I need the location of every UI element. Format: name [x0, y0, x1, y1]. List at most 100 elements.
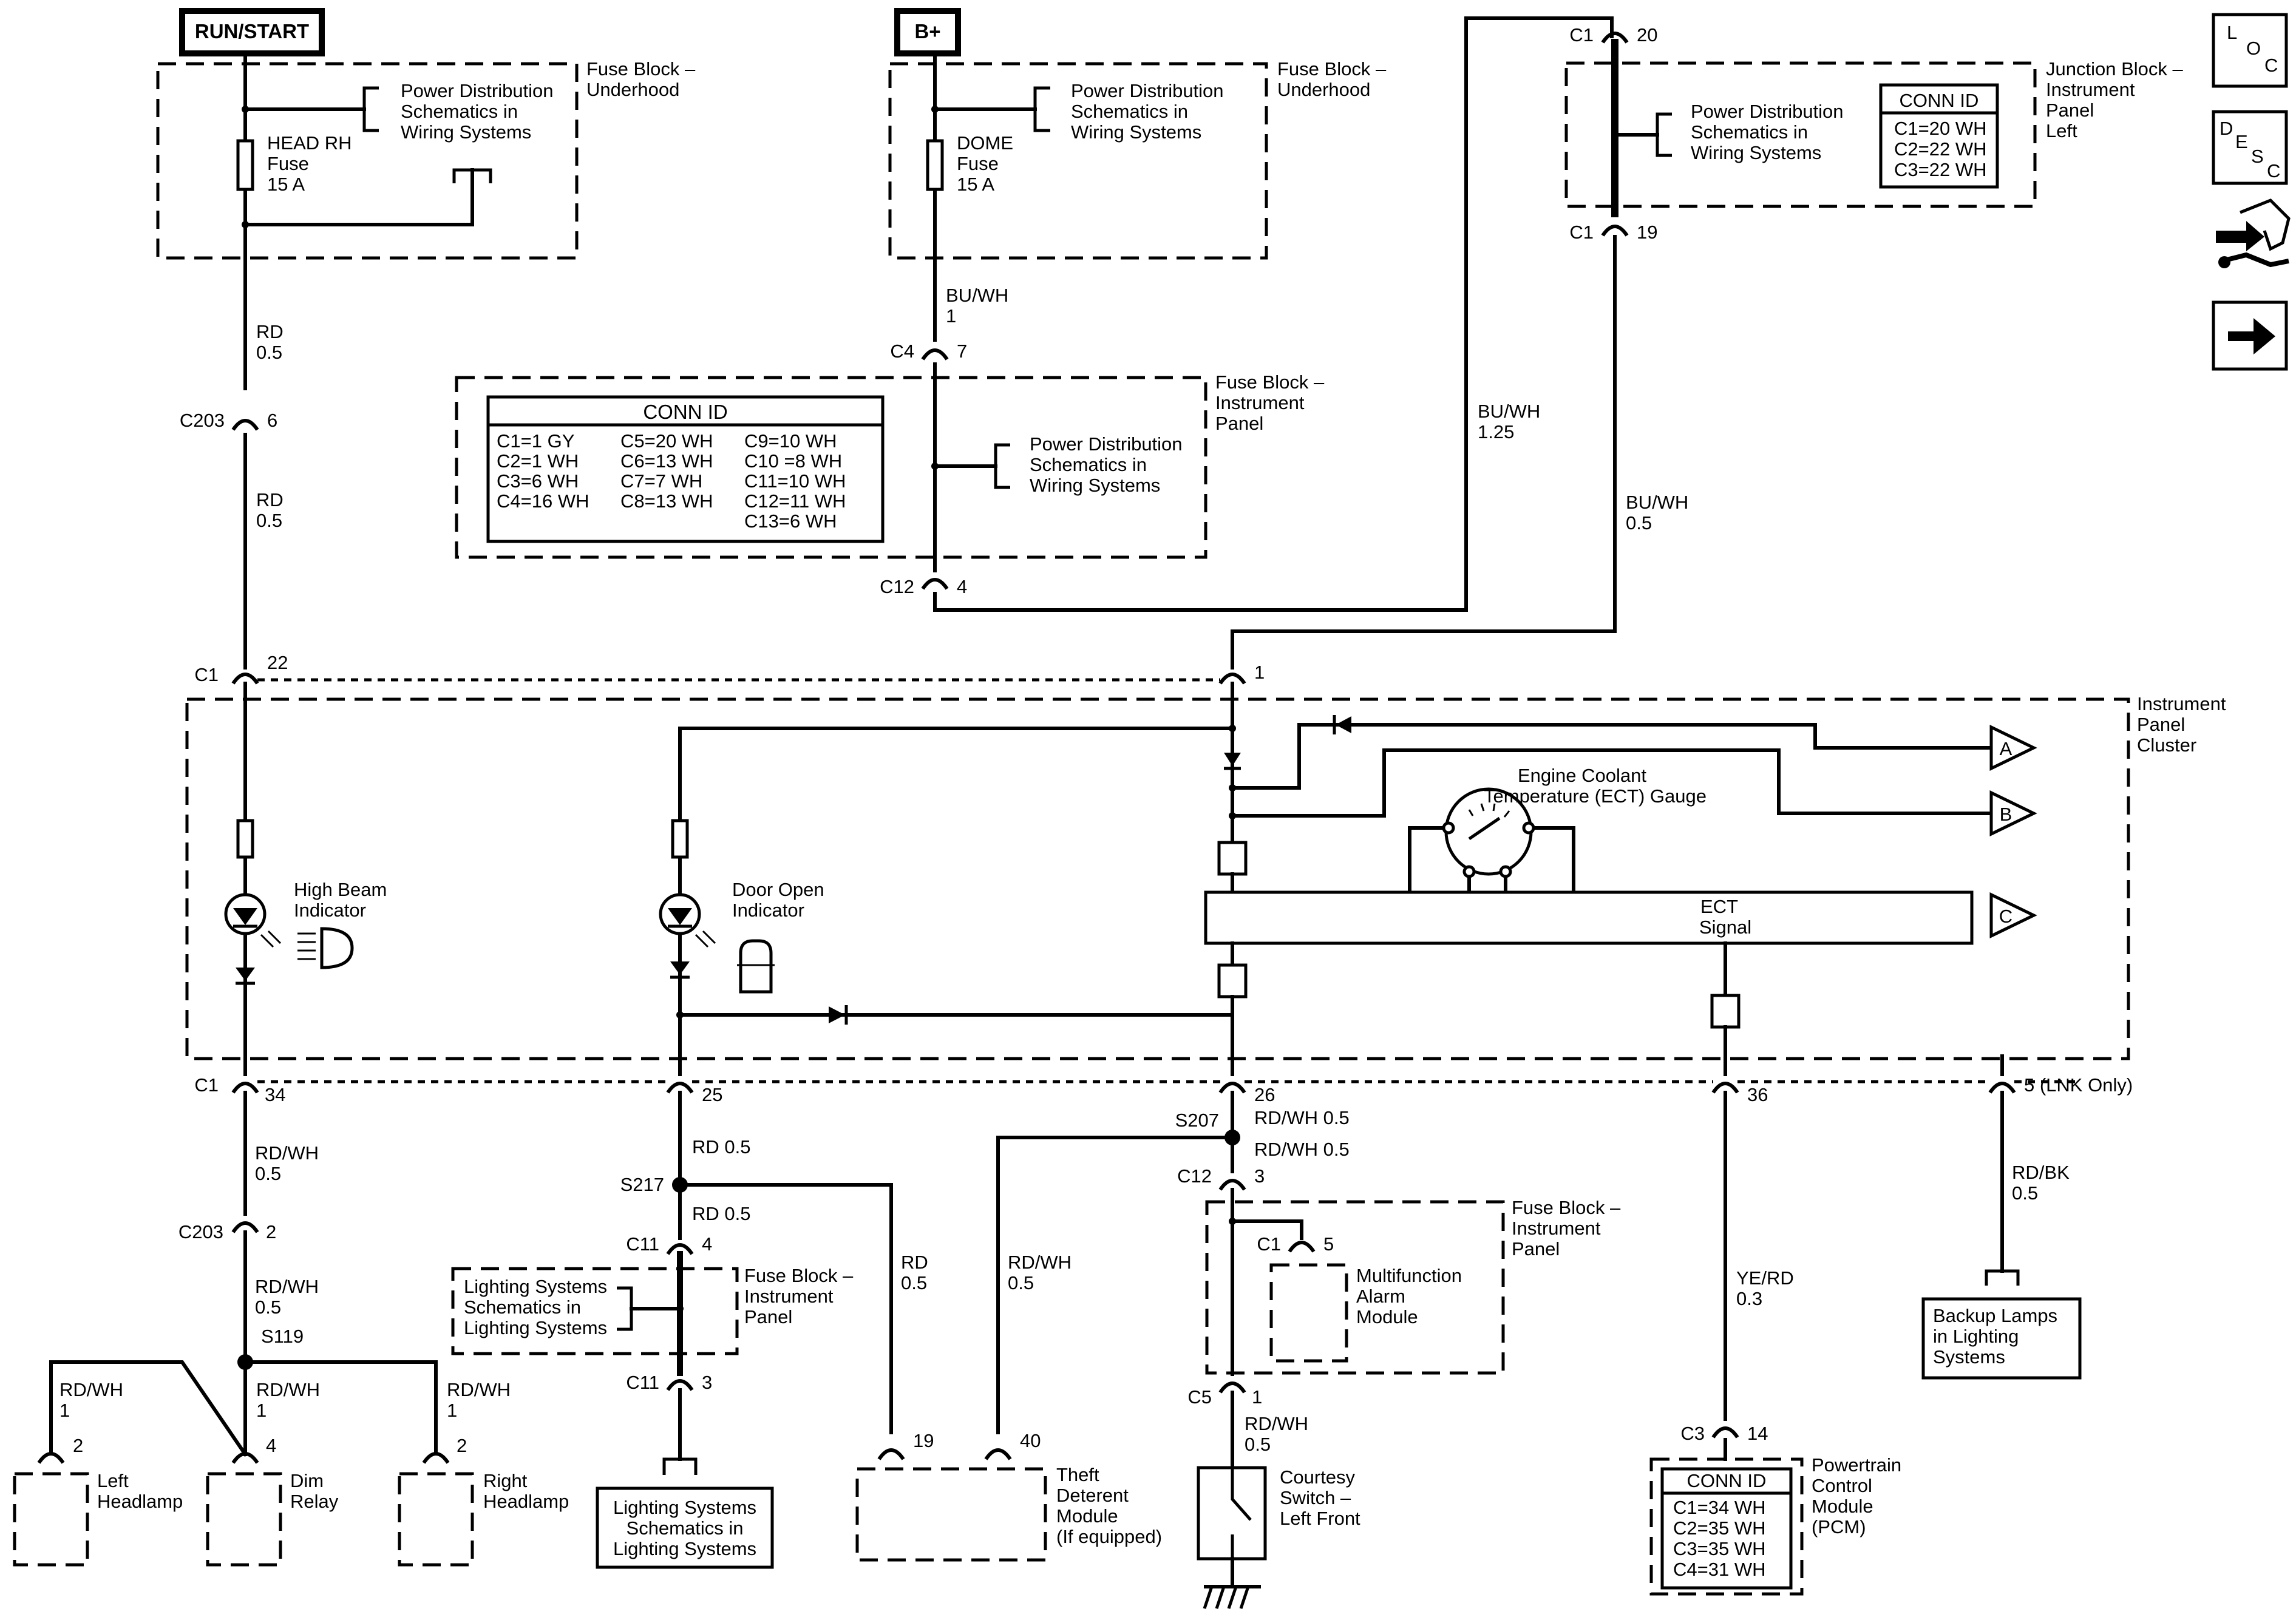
door-open-resistor	[671, 819, 689, 859]
svg-text:(PCM): (PCM)	[1812, 1516, 1866, 1537]
svg-text:RD/WH: RD/WH	[255, 1142, 319, 1164]
c1-connector-1: 1	[1218, 662, 1265, 685]
head-rh-fuse	[236, 139, 254, 191]
svg-text:Schematics in: Schematics in	[1071, 101, 1188, 122]
location-button[interactable]: L O C	[2212, 13, 2288, 88]
c11-connector-4: C11 4	[626, 1233, 712, 1255]
svg-text:BU/WH: BU/WH	[1478, 401, 1540, 422]
svg-text:Relay: Relay	[290, 1491, 339, 1512]
svg-text:S217: S217	[620, 1174, 664, 1195]
svg-text:C203: C203	[180, 410, 225, 431]
backup-lamps-ref: Backup Lamps in Lighting Systems	[1921, 1297, 2082, 1380]
svg-text:1: 1	[946, 305, 956, 327]
dome-fuse-label: DOME Fuse 15 A	[957, 132, 1013, 195]
svg-text:Schematics in: Schematics in	[1030, 454, 1147, 475]
svg-text:34: 34	[265, 1084, 285, 1105]
rd-05-wire-label-2: RD 0.5	[256, 489, 284, 531]
svg-text:Instrument: Instrument	[2046, 79, 2135, 100]
buwh-1-wire-label: BU/WH 1	[946, 285, 1008, 327]
svg-text:Systems: Systems	[1933, 1346, 2005, 1368]
c3-connector: C3 14	[1680, 1423, 1768, 1444]
svg-text:C9=10 WH: C9=10 WH	[744, 430, 837, 452]
svg-text:14: 14	[1747, 1423, 1768, 1444]
svg-text:2: 2	[457, 1435, 467, 1456]
svg-text:4: 4	[957, 576, 967, 597]
svg-text:0.5: 0.5	[901, 1272, 927, 1293]
svg-text:Junction Block –: Junction Block –	[2046, 58, 2183, 80]
svg-text:Fuse Block –: Fuse Block –	[1277, 58, 1387, 80]
svg-text:3: 3	[702, 1372, 712, 1393]
door-open-indicator-lamp	[659, 893, 716, 948]
svg-text:C11=10 WH: C11=10 WH	[744, 470, 846, 492]
svg-text:C1: C1	[1569, 222, 1594, 243]
svg-text:C5: C5	[1187, 1386, 1212, 1408]
svg-text:C6=13 WH: C6=13 WH	[620, 450, 713, 472]
svg-text:Deterent: Deterent	[1056, 1485, 1129, 1506]
svg-text:26: 26	[1254, 1084, 1275, 1105]
svg-text:1: 1	[1252, 1386, 1262, 1408]
svg-text:C4: C4	[890, 341, 914, 362]
c1-connector-5: C1 5	[1257, 1233, 1334, 1255]
s119-splice: S119	[237, 1326, 304, 1370]
svg-text:RD/BK: RD/BK	[2012, 1162, 2070, 1183]
head-rh-fuse-label: HEAD RH Fuse 15 A	[267, 132, 352, 195]
c5-connector: C5 1	[1187, 1381, 1262, 1408]
svg-text:RD/WH: RD/WH	[255, 1276, 319, 1297]
svg-text:Multifunction: Multifunction	[1356, 1265, 1462, 1286]
svg-text:RD/WH: RD/WH	[1008, 1252, 1072, 1273]
svg-text:C1=20 WH: C1=20 WH	[1894, 118, 1986, 139]
svg-text:0.5: 0.5	[1245, 1434, 1271, 1455]
svg-text:DOME: DOME	[957, 132, 1013, 154]
power-distribution-ref-4: Power Distribution Schematics in Wiring …	[1691, 101, 1844, 163]
c1-connector-bottom: C1 34 25 26 36 5 (LNK Only)	[194, 1074, 2133, 1105]
svg-text:4: 4	[702, 1233, 712, 1255]
svg-text:1: 1	[447, 1400, 457, 1421]
rdwh-05-wire-label-2: RD/WH 0.5	[255, 1276, 319, 1318]
high-beam-indicator-label: High Beam Indicator	[294, 879, 387, 921]
svg-text:(If equipped): (If equipped)	[1056, 1526, 1162, 1547]
svg-text:E: E	[2235, 131, 2248, 152]
headlamp-icon	[297, 927, 354, 969]
svg-text:Lighting Systems: Lighting Systems	[613, 1497, 756, 1518]
c11-connector-3: C11 3	[626, 1372, 712, 1393]
rdwh-1-wire-label-left: RD/WH 1	[59, 1379, 123, 1421]
svg-text:BU/WH: BU/WH	[1626, 492, 1688, 513]
connector-tool-icon[interactable]	[2216, 198, 2291, 268]
svg-text:RD 0.5: RD 0.5	[692, 1203, 750, 1224]
svg-text:Left Front: Left Front	[1280, 1508, 1360, 1529]
svg-text:C: C	[2267, 160, 2280, 181]
svg-text:S207: S207	[1175, 1110, 1219, 1131]
svg-text:Fuse Block –: Fuse Block –	[1512, 1197, 1621, 1218]
s217-splice: S217	[620, 1174, 688, 1195]
svg-text:20: 20	[1637, 24, 1657, 46]
svg-text:Fuse: Fuse	[267, 153, 309, 174]
svg-text:C4=31 WH: C4=31 WH	[1673, 1559, 1765, 1580]
description-button[interactable]: D E S C	[2212, 110, 2288, 185]
svg-text:Schematics in: Schematics in	[401, 101, 518, 122]
svg-text:C: C	[2264, 55, 2278, 76]
svg-text:in Lighting: in Lighting	[1933, 1326, 2019, 1347]
svg-text:L: L	[2227, 22, 2237, 43]
svg-text:Control: Control	[1812, 1475, 1872, 1496]
svg-text:RD/WH 0.5: RD/WH 0.5	[1254, 1107, 1350, 1128]
svg-text:D: D	[2220, 118, 2233, 139]
ect-gauge-label: Engine Coolant Temperature (ECT) Gauge	[1484, 765, 1707, 807]
lighting-systems-ref-2: Lighting Systems Schematics in Lighting …	[596, 1486, 774, 1569]
svg-text:25: 25	[702, 1084, 722, 1105]
next-arrow-button[interactable]	[2212, 300, 2288, 371]
svg-text:C3=22 WH: C3=22 WH	[1894, 159, 1986, 180]
svg-text:22: 22	[267, 652, 288, 673]
powertrain-control-module: CONN ID C1=34 WH C2=35 WH C3=35 WH C4=31…	[1649, 1454, 1901, 1596]
svg-text:RD/WH: RD/WH	[59, 1379, 123, 1400]
svg-text:5 (LNK Only): 5 (LNK Only)	[2024, 1074, 2133, 1096]
ect-gauge	[1408, 787, 1575, 894]
svg-text:0.5: 0.5	[1008, 1272, 1034, 1293]
c203-connector-2: C203 2	[178, 1221, 276, 1242]
conn-id-table-jb: CONN ID C1=20 WH C2=22 WH C3=22 WH	[1879, 83, 1999, 189]
svg-text:High Beam: High Beam	[294, 879, 387, 900]
svg-text:RD 0.5: RD 0.5	[692, 1136, 750, 1158]
run-start-power-source: RUN/START	[179, 8, 325, 56]
svg-text:Backup Lamps: Backup Lamps	[1933, 1305, 2057, 1326]
c12-connector-top: C12 4	[880, 576, 967, 597]
